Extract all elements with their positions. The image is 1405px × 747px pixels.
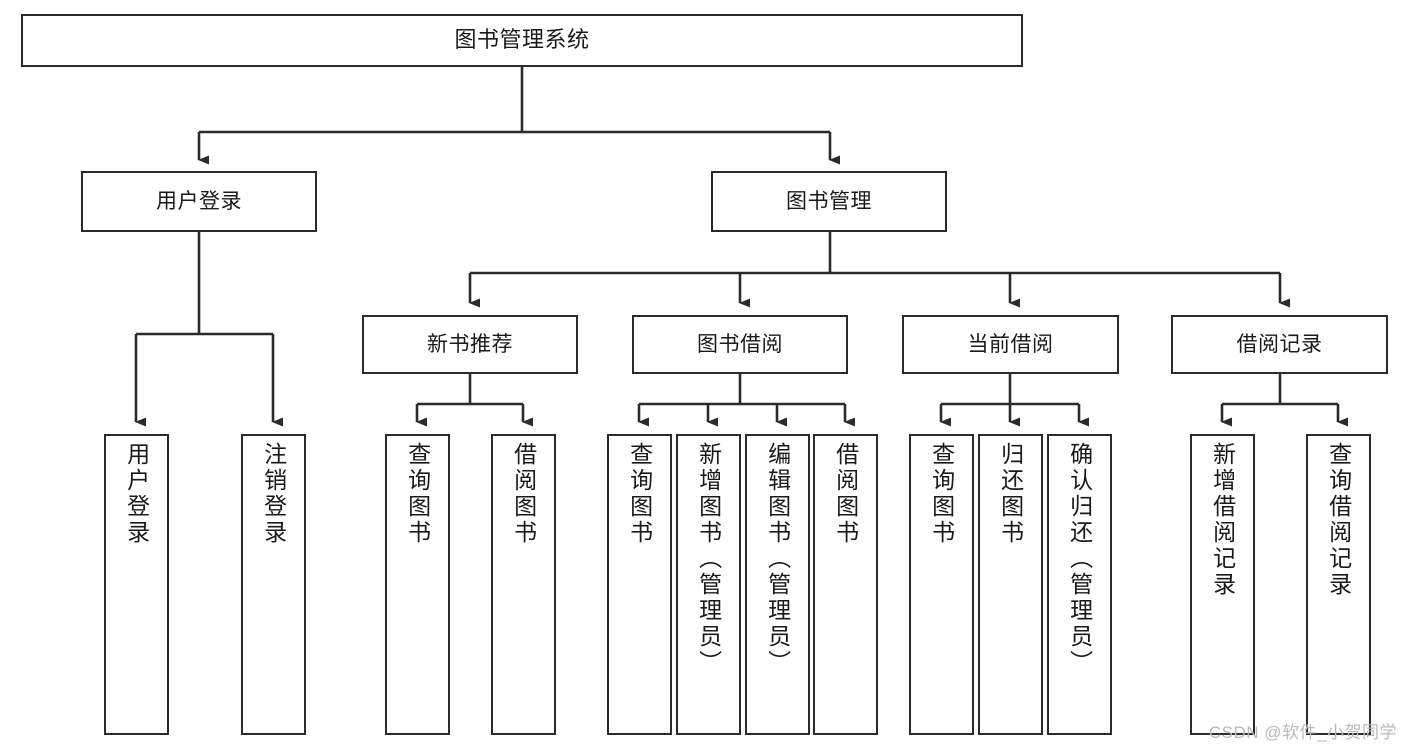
- leaf-user-logout-label: 注销登录: [260, 442, 287, 546]
- leaf-query-record-label: 查询借阅记录: [1325, 442, 1352, 598]
- leaf-query-book-2[interactable]: 查询图书: [607, 434, 672, 735]
- node-user-login-label: 用户登录: [156, 189, 242, 213]
- node-root-label: 图书管理系统: [454, 27, 590, 53]
- leaf-return-book[interactable]: 归还图书: [978, 434, 1043, 735]
- leaf-query-book-3[interactable]: 查询图书: [909, 434, 974, 735]
- leaf-query-book-2-label: 查询图书: [626, 442, 653, 546]
- leaf-borrow-book-2-label: 借阅图书: [832, 442, 859, 546]
- node-book-borrow-label: 图书借阅: [697, 332, 783, 356]
- leaf-borrow-book-2[interactable]: 借阅图书: [813, 434, 878, 735]
- leaf-edit-book[interactable]: 编辑图书（管理员）: [745, 434, 810, 735]
- node-borrow-record[interactable]: 借阅记录: [1171, 315, 1388, 374]
- watermark: CSDN @软件_小贺同学: [1208, 723, 1397, 742]
- leaf-borrow-book-1[interactable]: 借阅图书: [491, 434, 556, 735]
- leaf-add-book-label: 新增图书（管理员）: [695, 442, 722, 676]
- node-book-manage[interactable]: 图书管理: [711, 171, 947, 232]
- node-root[interactable]: 图书管理系统: [21, 14, 1023, 67]
- leaf-add-record-label: 新增借阅记录: [1209, 442, 1236, 598]
- node-current-borrow-label: 当前借阅: [967, 332, 1054, 356]
- node-borrow-record-label: 借阅记录: [1236, 332, 1323, 356]
- node-new-book-recommend[interactable]: 新书推荐: [362, 315, 578, 374]
- leaf-query-book-1-label: 查询图书: [404, 442, 431, 546]
- leaf-query-record[interactable]: 查询借阅记录: [1306, 434, 1371, 735]
- node-new-book-recommend-label: 新书推荐: [427, 332, 513, 356]
- leaf-add-record[interactable]: 新增借阅记录: [1190, 434, 1255, 735]
- leaf-confirm-return-label: 确认归还（管理员）: [1066, 442, 1093, 676]
- leaf-user-login[interactable]: 用户登录: [104, 434, 169, 735]
- leaf-user-login-label: 用户登录: [123, 442, 150, 546]
- leaf-edit-book-label: 编辑图书（管理员）: [764, 442, 791, 676]
- node-current-borrow[interactable]: 当前借阅: [902, 315, 1119, 374]
- leaf-borrow-book-1-label: 借阅图书: [510, 442, 537, 546]
- leaf-return-book-label: 归还图书: [997, 442, 1024, 546]
- node-book-manage-label: 图书管理: [786, 189, 872, 213]
- leaf-query-book-3-label: 查询图书: [928, 442, 955, 546]
- node-book-borrow[interactable]: 图书借阅: [632, 315, 848, 374]
- node-user-login[interactable]: 用户登录: [81, 171, 317, 232]
- leaf-confirm-return[interactable]: 确认归还（管理员）: [1047, 434, 1112, 735]
- leaf-query-book-1[interactable]: 查询图书: [385, 434, 450, 735]
- leaf-add-book[interactable]: 新增图书（管理员）: [676, 434, 741, 735]
- leaf-user-logout[interactable]: 注销登录: [241, 434, 306, 735]
